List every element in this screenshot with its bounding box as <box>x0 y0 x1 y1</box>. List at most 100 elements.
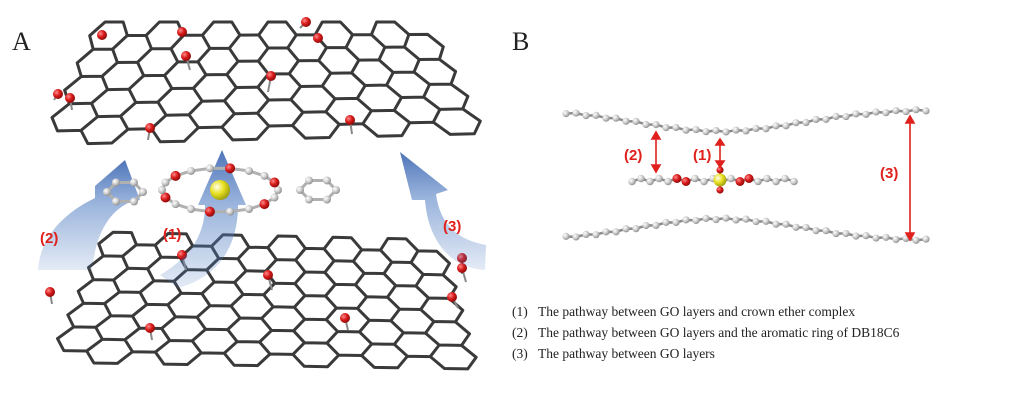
legend-num: (3) <box>512 346 528 361</box>
oxygen-atom <box>53 89 63 99</box>
carbon-atom <box>652 121 660 129</box>
hexagon-lattice <box>50 20 482 146</box>
legend-num: (1) <box>512 304 528 319</box>
carbon-atom <box>662 124 670 132</box>
carbon-atom <box>130 197 138 206</box>
legend-item-2: (2)The pathway between GO layers and the… <box>512 322 1007 343</box>
carbon-atom <box>582 112 590 120</box>
carbon-atom <box>692 216 700 225</box>
carbon-atom <box>712 215 720 224</box>
carbon-atom <box>702 214 710 222</box>
carbon-atom <box>727 174 735 183</box>
carbon-atom <box>592 111 600 119</box>
crown-ether-complex-b <box>628 166 798 194</box>
carbon-atom <box>332 186 340 194</box>
oxygen-atom <box>672 174 682 183</box>
oxygen-atom <box>301 17 311 27</box>
carbon-atom <box>112 197 120 206</box>
carbon-atom <box>612 114 620 122</box>
carbon-atom <box>270 193 279 202</box>
oxygen-atom <box>259 199 270 210</box>
carbon-atom <box>158 186 166 194</box>
carbon-atom <box>305 176 313 185</box>
carbon-atom <box>702 128 710 136</box>
carbon-atom <box>842 112 850 121</box>
oxygen-atom <box>269 177 280 188</box>
carbon-atom <box>245 205 253 214</box>
carbon-atom <box>628 177 636 186</box>
carbon-atom <box>700 177 708 186</box>
pathway-label-a-2: (2) <box>40 230 58 247</box>
carbon-atom <box>712 126 720 135</box>
distance-arrow-3 <box>904 114 916 242</box>
carbon-atom <box>781 174 789 183</box>
carbon-atom <box>763 174 771 183</box>
panel-a-label: A <box>12 27 31 56</box>
carbon-atom <box>632 117 640 125</box>
carbon-atom <box>782 122 790 130</box>
carbon-atom <box>642 120 650 129</box>
oxygen-atom <box>716 186 724 194</box>
carbon-atom <box>882 233 890 241</box>
carbon-atom <box>274 186 282 194</box>
carbon-atom <box>637 174 645 183</box>
carbon-atom <box>892 235 900 244</box>
benzene-bond <box>297 178 339 202</box>
carbon-atom <box>812 226 820 235</box>
legend-item-1: (1) The pathway between GO layers and cro… <box>512 301 1007 322</box>
pathway-arrow-3 <box>400 152 486 270</box>
carbon-atom <box>792 223 800 231</box>
oxygen-atom <box>160 192 171 203</box>
carbon-atom <box>802 118 810 127</box>
carbon-atom <box>130 178 138 187</box>
oxygen-atom <box>716 166 724 174</box>
carbon-atom <box>323 176 331 185</box>
oxygen-atom <box>204 206 215 217</box>
carbon-atom <box>161 178 170 187</box>
oxygen-atom <box>97 30 107 40</box>
crown-ether-complex-a <box>103 163 340 217</box>
oxygen-atom <box>145 123 155 133</box>
carbon-atom <box>226 207 235 216</box>
carbon-atom <box>832 112 840 120</box>
carbon-atom <box>732 216 740 224</box>
oxygen-atom <box>681 177 691 186</box>
carbon-atom <box>305 195 313 204</box>
carbon-atom <box>752 124 760 133</box>
pathway-label-b-2: (2) <box>624 147 642 164</box>
carbon-atom <box>722 214 730 222</box>
carbon-atom <box>662 218 670 226</box>
oxygen-atom <box>177 27 187 37</box>
legend-num: (2) <box>512 325 528 340</box>
carbon-atom <box>205 164 214 173</box>
carbon-atom <box>672 218 680 227</box>
carbon-atom <box>862 110 870 118</box>
oxygen-atom <box>225 163 236 174</box>
distance-arrow-1 <box>714 137 726 169</box>
oxygen-atom <box>65 93 75 103</box>
oxygen-atom <box>457 263 467 273</box>
hexagon-lattice <box>56 230 478 371</box>
legend-text: The pathway between GO layers and crown … <box>538 304 856 319</box>
carbon-atom <box>562 232 570 240</box>
oxygen-atom <box>145 323 155 333</box>
carbon-atom <box>692 125 700 134</box>
carbon-atom <box>892 106 900 115</box>
carbon-atom <box>323 195 331 204</box>
go-layer-bottom-side-view <box>562 214 930 244</box>
carbon-atom <box>912 106 920 114</box>
carbon-atom <box>691 174 699 183</box>
carbon-atom <box>790 177 798 186</box>
carbon-atom <box>872 108 880 116</box>
carbon-atom <box>742 215 750 223</box>
go-sheet-top <box>50 20 482 146</box>
metal-ion <box>713 173 727 187</box>
carbon-atom <box>822 115 830 123</box>
carbon-atom <box>742 127 750 135</box>
carbon-atom <box>572 233 580 241</box>
carbon-atom <box>802 223 810 232</box>
legend: (1) The pathway between GO layers and cro… <box>512 301 1007 364</box>
oxygen-atom <box>447 292 457 302</box>
carbon-atom <box>612 228 620 236</box>
